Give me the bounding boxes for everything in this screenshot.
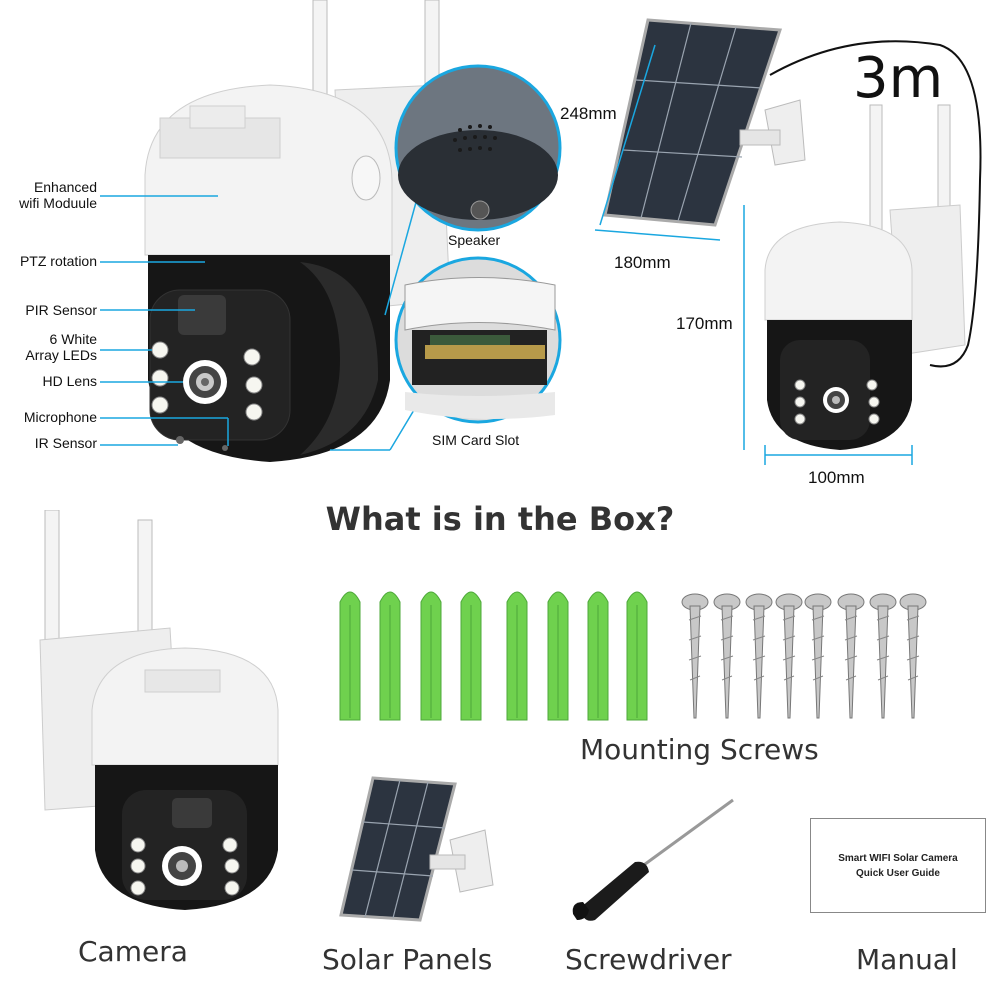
screwdriver-caption: Screwdriver — [565, 943, 732, 976]
label-ptz: PTZ rotation — [19, 253, 97, 269]
camera-caption: Camera — [78, 935, 188, 968]
dimension-diagram — [594, 18, 982, 465]
box-camera — [39, 510, 279, 910]
label-speaker: Speaker — [448, 232, 501, 248]
manual-line-2: Quick User Guide — [856, 868, 940, 879]
box-solar-panel — [339, 776, 494, 922]
cable-length-label: 3m — [853, 46, 944, 111]
screws-caption: Mounting Screws — [580, 733, 819, 766]
label-pir: PIR Sensor — [25, 302, 97, 318]
panel-width-label: 180mm — [614, 253, 671, 272]
manual-caption: Manual — [856, 943, 958, 976]
label-leds: 6 White Array LEDs — [25, 331, 97, 363]
label-lens: HD Lens — [42, 373, 97, 389]
main-camera-illustration — [100, 0, 562, 462]
box-title: What is in the Box? — [325, 500, 675, 538]
label-wifi: Enhanced wifi Moduule — [19, 179, 97, 211]
mounting-screws — [681, 593, 927, 719]
label-ir: IR Sensor — [34, 435, 97, 451]
wall-anchors — [339, 591, 648, 721]
camera-height-label: 170mm — [676, 314, 733, 333]
label-sim: SIM Card Slot — [432, 432, 520, 448]
solar-caption: Solar Panels — [322, 943, 493, 976]
manual-booklet: Smart WIFI Solar Camera Quick User Guide — [810, 818, 986, 913]
panel-height-label: 248mm — [560, 104, 617, 123]
camera-width-label: 100mm — [808, 468, 865, 487]
manual-cover-text: Smart WIFI Solar Camera Quick User Guide — [811, 851, 985, 881]
screwdriver-image — [572, 798, 734, 921]
manual-line-1: Smart WIFI Solar Camera — [838, 853, 958, 864]
label-mic: Microphone — [23, 409, 97, 425]
